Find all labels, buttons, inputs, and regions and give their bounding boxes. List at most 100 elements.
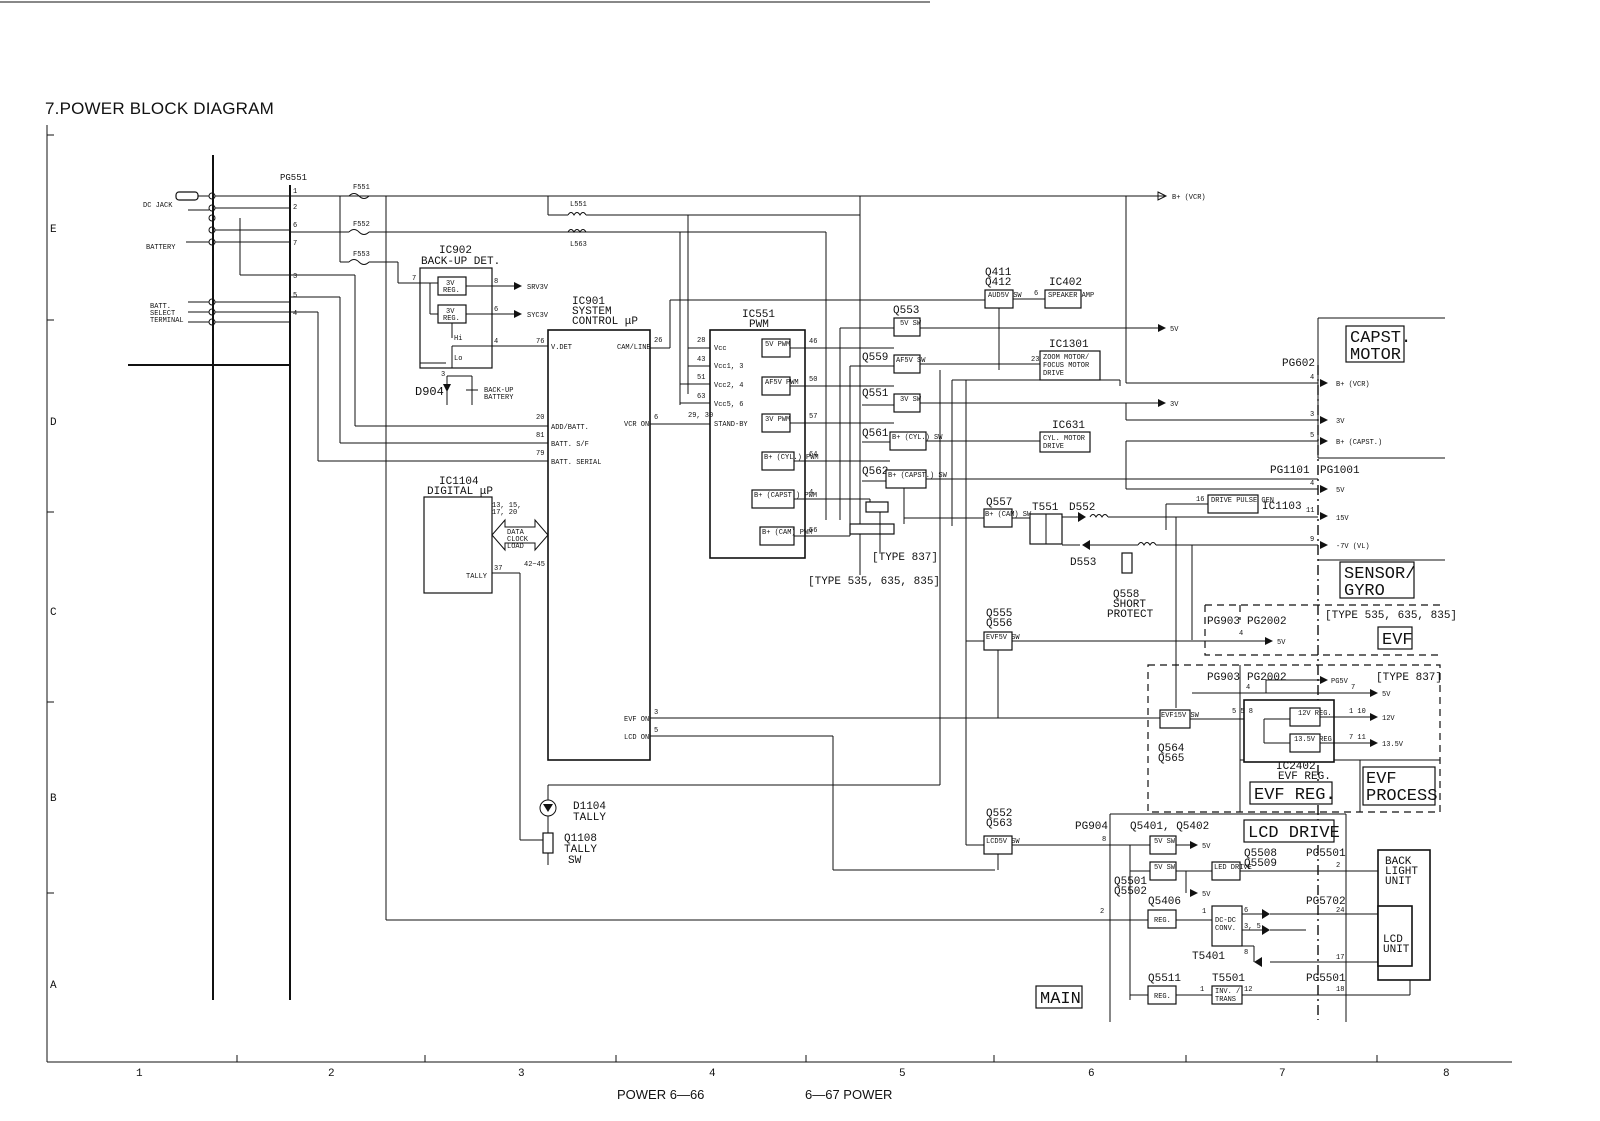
pin-number: 57 <box>809 413 817 421</box>
q562-label: Q562 <box>862 466 888 478</box>
q5406-label: Q5406 <box>1148 896 1181 908</box>
aud5v-label: AUD5V SW <box>988 292 1022 300</box>
backlight-2: LIGHT <box>1385 866 1418 878</box>
dcdc-out-wires <box>1242 913 1378 963</box>
sw-5v-box <box>893 317 921 337</box>
q558-desc1: SHORT <box>1113 599 1146 611</box>
pg602-label: PG602 <box>1282 358 1315 370</box>
pin-number: 11 <box>1306 507 1314 515</box>
ic1104-tally: TALLY <box>466 573 488 581</box>
reg-box-1 <box>1147 909 1177 929</box>
sw-evf5v-label: EVF5V SW <box>986 634 1020 642</box>
ic402-box <box>1044 289 1082 309</box>
data-bus-arrow-icon <box>491 518 549 552</box>
ic901-pin-vdet: V.DET <box>551 344 572 352</box>
ic901-pin-cam-line: CAM/LINE <box>617 344 651 352</box>
ic1301-name: IC1301 <box>1049 339 1089 351</box>
capst-motor-block <box>1345 325 1405 363</box>
fuse-f552-label: F552 <box>353 221 370 229</box>
q1108-name: Q1108 <box>564 833 597 845</box>
pin-number: 4 <box>1246 684 1250 692</box>
rail-3v-main: 3V <box>1170 401 1179 409</box>
rail-5v-evf: 5V <box>1277 639 1286 647</box>
ic1301-desc-1: ZOOM MOTOR/ <box>1043 354 1089 362</box>
arrow-icon <box>1370 739 1378 747</box>
row-label-e: E <box>50 224 57 236</box>
ic901-name: IC901 <box>572 296 605 308</box>
ic902-reg1-label: REG. <box>443 287 460 295</box>
q5509-label: Q5509 <box>1244 858 1277 870</box>
coil-icon <box>1137 542 1157 546</box>
pin-number: 7 <box>1351 684 1355 692</box>
arrow-icon <box>1157 191 1168 201</box>
ic2402-desc: EVF REG. <box>1278 771 1331 783</box>
pin-number: 8 <box>1244 949 1248 957</box>
switch-element-icon <box>865 501 889 513</box>
pin-number: 6 <box>654 414 658 422</box>
diode-icon <box>1254 957 1262 967</box>
rail-b-vcr-top: B+ (VCR) <box>1172 194 1206 202</box>
q5502-label: Q5502 <box>1114 886 1147 898</box>
evf-reg-dashed-box <box>1147 664 1441 813</box>
capst-rails <box>952 196 1318 480</box>
q552-label: Q552 <box>986 808 1012 820</box>
reg-label: 3V <box>446 280 455 288</box>
ic551-box <box>709 329 806 559</box>
arrow-icon <box>1320 512 1328 520</box>
lcd-drive-label: LCD DRIVE <box>1248 824 1340 843</box>
evf-reg-label: EVF REG. <box>1254 786 1336 805</box>
rail-bvcr-capst: B+ (VCR) <box>1336 381 1370 389</box>
pin-number: 7 11 <box>1349 734 1366 742</box>
sw-af5v-label: AF5V SW <box>896 357 926 365</box>
ic402-name: IC402 <box>1049 277 1082 289</box>
ic631-desc-2: DRIVE <box>1043 443 1064 451</box>
ic901-pin-lcd-on: LCD ON <box>624 734 649 742</box>
lcd-unit-2: UNIT <box>1383 944 1410 956</box>
pg551-label: PG551 <box>280 173 307 183</box>
pin-number: 20 <box>536 414 544 422</box>
rail-15v: 15V <box>1336 515 1349 523</box>
ic901-pin-addbatt: ADD/BATT. <box>551 424 589 432</box>
evf-dashed-box <box>1204 604 1440 656</box>
d553-label: D553 <box>1070 557 1096 569</box>
row-label-a: A <box>50 980 57 992</box>
grid-ticks <box>47 134 1378 1062</box>
rail-pg5v: PG5V <box>1331 678 1349 686</box>
pg5702-label: PG5702 <box>1306 896 1346 908</box>
ic1301-desc-3: DRIVE <box>1043 370 1064 378</box>
backup-battery-2: BATTERY <box>484 394 514 402</box>
tally-wires <box>492 370 941 865</box>
pin-number: 2 <box>1100 908 1104 916</box>
rail-5v-sensor: 5V <box>1336 487 1345 495</box>
page-title: 7.POWER BLOCK DIAGRAM <box>45 99 275 118</box>
q5511-label: Q5511 <box>1148 973 1181 985</box>
dcdc-1: DC-DC <box>1215 917 1236 925</box>
arrow-icon <box>1320 379 1328 387</box>
rail-bcapst: B+ (CAPST.) <box>1336 439 1382 447</box>
col-label-6: 6 <box>1088 1068 1095 1080</box>
q1108-icon <box>542 832 554 854</box>
ic901-wires <box>650 299 1160 871</box>
diode-icon <box>1262 909 1270 919</box>
col-label-7: 7 <box>1279 1068 1286 1080</box>
ic901-box <box>547 329 651 761</box>
rail-m7v: -7V (VL) <box>1336 543 1370 551</box>
batt-select-label-2: SELECT <box>150 310 175 318</box>
q1108-desc1: TALLY <box>564 844 597 856</box>
reg-12v-label: 12V REG. <box>1298 710 1332 718</box>
pin-number: 9 <box>1310 536 1314 544</box>
pin-number: 4 <box>1310 374 1314 382</box>
fuse-icon <box>348 259 370 265</box>
batt-select-label-3: TERMINAL <box>150 317 184 325</box>
dc-jack-label: DC JACK <box>143 202 173 210</box>
pin-number: 17 <box>1336 954 1344 962</box>
backlight-3: UNIT <box>1385 876 1412 888</box>
col-label-3: 3 <box>518 1068 525 1080</box>
fuse-f553-label: F553 <box>353 251 370 259</box>
pin-number: 16 <box>1196 496 1204 504</box>
rail-3v-capst: 3V <box>1336 418 1345 426</box>
pin-number: 43 <box>697 356 705 364</box>
ic901-pin-batt-serial: BATT. SERIAL <box>551 459 601 467</box>
q563-label: Q563 <box>986 818 1012 830</box>
pin-number: 4 <box>809 489 813 497</box>
